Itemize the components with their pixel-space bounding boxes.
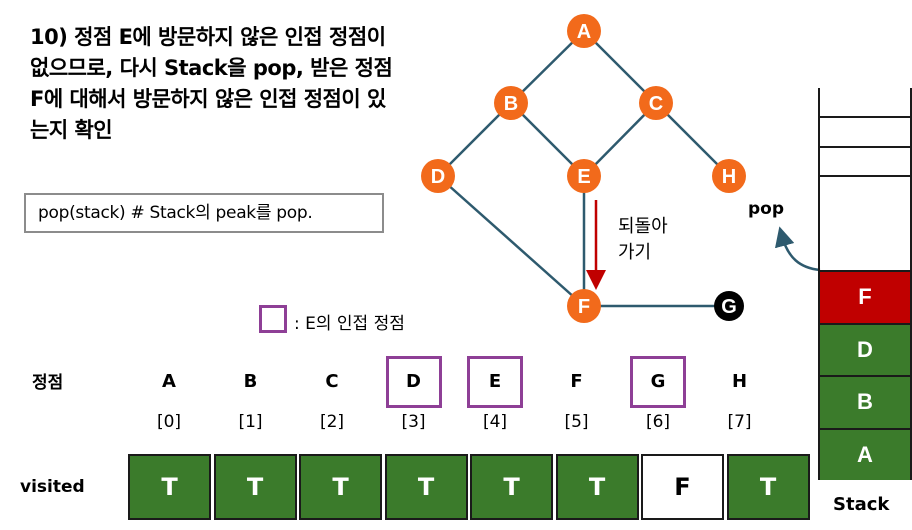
vertex-index-C: [2] — [319, 412, 345, 432]
visited-cell-4: T — [470, 454, 553, 520]
edge-D-F — [437, 175, 585, 307]
node-C: C — [639, 86, 673, 120]
vertex-C: C — [325, 371, 339, 392]
node-label-C: C — [649, 93, 663, 115]
node-circle-H — [712, 159, 746, 193]
visited-cell-2: T — [299, 454, 382, 520]
node-label-E: E — [577, 166, 590, 188]
code-box: pop(stack) # Stack의 peak를 pop. — [24, 193, 384, 233]
vertex-E: E — [467, 356, 523, 408]
edge-C-H — [655, 102, 730, 177]
edge-C-E — [583, 102, 657, 177]
stack-caption: Stack — [833, 494, 890, 515]
vertex-F: F — [570, 371, 583, 392]
vertex-A: A — [162, 371, 176, 392]
vertex-index-F: [5] — [564, 412, 589, 432]
node-circle-C — [639, 86, 673, 120]
vertex-B: B — [243, 371, 258, 392]
vertex-index-D: [3] — [401, 412, 426, 432]
stack-item-D: D — [820, 322, 910, 375]
stack-item-A: A — [820, 427, 910, 480]
vertex-index-A: [0] — [156, 412, 182, 432]
node-E: E — [567, 159, 601, 193]
code-text: pop(stack) # Stack의 peak를 pop. — [38, 203, 313, 223]
node-label-D: D — [431, 166, 445, 188]
visited-row-label: visited — [20, 477, 85, 497]
node-label-A: A — [577, 21, 591, 43]
stack-item-F: F — [820, 270, 910, 323]
edge-B-D — [437, 102, 512, 177]
node-H: H — [712, 159, 746, 193]
node-F: F — [567, 289, 601, 323]
slide-title: 10) 정점 E에 방문하지 않은 인접 정점이 없으므로, 다시 Stack을… — [30, 25, 393, 142]
stack-slot-line — [820, 175, 910, 177]
node-circle-B — [494, 86, 528, 120]
vertex-row-label: 정점 — [32, 373, 64, 393]
node-A: A — [567, 14, 601, 48]
node-circle-A — [567, 14, 601, 48]
node-label-B: B — [504, 93, 518, 115]
visited-cell-3: T — [384, 454, 468, 520]
legend-text: : E의 인접 정점 — [294, 314, 405, 334]
vertex-index-E: [4] — [482, 412, 508, 432]
node-label-G: G — [721, 296, 737, 318]
node-circle-D — [421, 159, 455, 193]
backtrack-label: 되돌아 가기 — [618, 216, 668, 263]
visited-cell-5: T — [555, 454, 639, 520]
vertex-index-B: [1] — [238, 412, 263, 432]
node-B: B — [494, 86, 528, 120]
edge-A-B — [510, 30, 585, 104]
stack-slot-line — [820, 116, 910, 118]
node-G: G — [714, 291, 744, 321]
node-circle-E — [567, 159, 601, 193]
vertex-H: H — [731, 371, 748, 392]
node-circle-F — [567, 289, 601, 323]
stack-item-B: B — [820, 375, 910, 428]
pop-arrow — [774, 226, 821, 272]
pop-label: pop — [748, 199, 785, 219]
visited-cell-1: T — [213, 454, 297, 520]
vertex-G: G — [630, 356, 686, 408]
edge-B-E — [510, 102, 585, 177]
node-D: D — [421, 159, 455, 193]
vertex-index-G: [6] — [645, 412, 671, 432]
vertex-D: D — [385, 356, 442, 408]
vertex-index-H: [7] — [727, 412, 752, 432]
visited-cell-0: T — [128, 454, 211, 520]
node-label-F: F — [578, 296, 590, 318]
stack-slot-line — [820, 145, 910, 148]
node-label-H: H — [722, 166, 736, 188]
node-circle-G — [714, 291, 744, 321]
visited-cell-7: T — [726, 454, 810, 520]
legend-swatch — [259, 305, 287, 333]
visited-cell-6: F — [641, 454, 724, 520]
